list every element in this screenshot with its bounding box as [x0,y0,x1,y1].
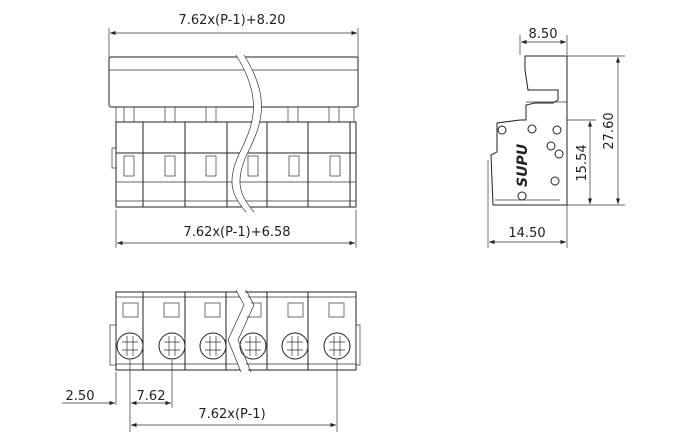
wire-entry-holes [116,332,351,360]
overall-length-label: 7.62x(P-1)+8.20 [178,13,285,28]
depth-label: 14.50 [508,226,545,241]
top-width-label: 8.50 [529,27,558,42]
body-length-label: 7.62x(P-1)+6.58 [183,225,290,240]
pitch-label: 7.62 [137,389,166,404]
total-height-label: 27.60 [602,112,617,149]
pin-span-label: 7.62x(P-1) [198,407,265,422]
contact-holes [497,124,564,201]
side-profile [490,55,568,206]
bottom-view: 2.50 7.62 7.62x(P-1) [62,288,361,432]
supu-logo: SUPU [515,143,531,187]
edge-offset-label: 2.50 [66,389,95,404]
plug-header [108,56,359,108]
break-line [232,53,261,215]
wire-window-row [123,155,341,177]
pin-row [115,106,355,123]
body-height-label: 15.54 [575,144,590,181]
side-view: 8.50 SUPU 27.60 15.54 14.50 [487,27,625,248]
screw-release-slots [122,302,345,318]
front-view: 7.62x(P-1)+8.20 [108,13,359,248]
